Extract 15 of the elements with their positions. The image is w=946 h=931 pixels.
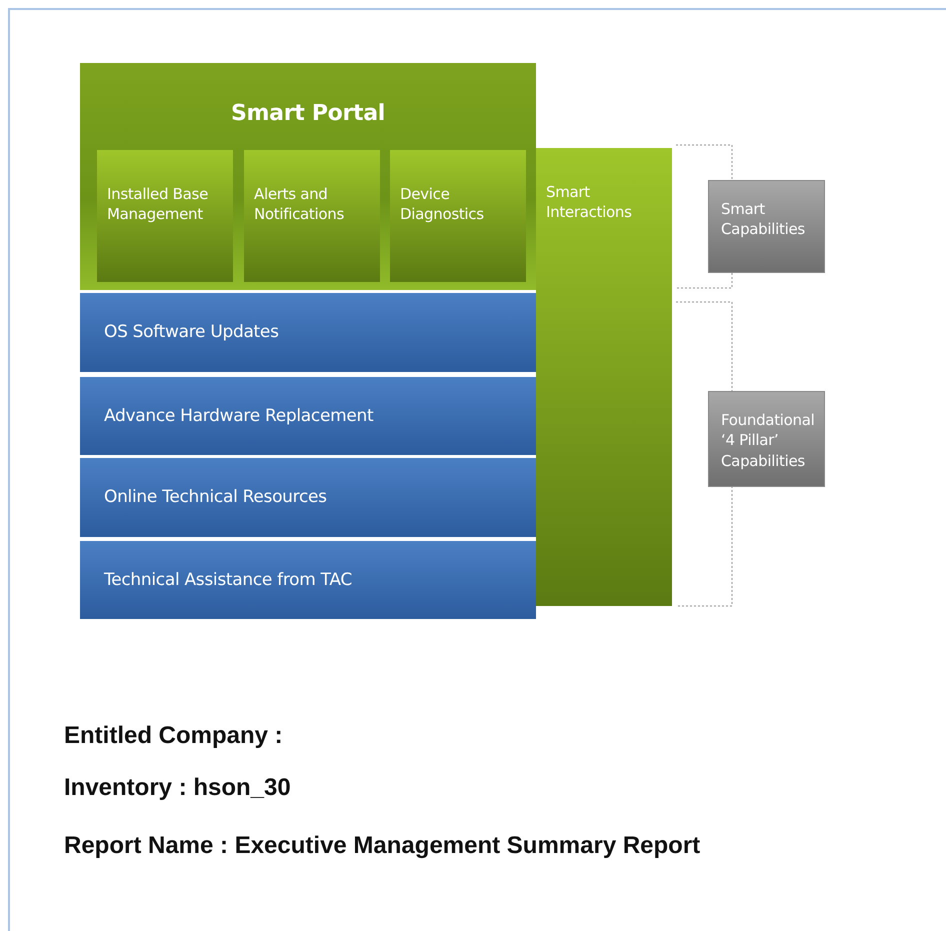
feature-box: Device Diagnostics [390,150,526,282]
service-band: Advance Hardware Replacement [80,377,536,455]
service-band: OS Software Updates [80,293,536,372]
report-field: Entitled Company : [64,722,283,750]
capability-box: Foundational ‘4 Pillar’ Capabilities [708,391,825,487]
portal-panel [80,63,536,290]
service-band: Technical Assistance from TAC [80,541,536,619]
report-field: Inventory : hson_30 [64,774,291,802]
feature-box: Alerts and Notifications [244,150,380,282]
feature-box: Smart Interactions [536,148,672,606]
capability-box: Smart Capabilities [708,180,825,273]
feature-box: Installed Base Management [97,150,233,282]
report-field: Report Name : Executive Management Summary Report [64,832,700,860]
portal-title: Smart Portal [230,100,386,128]
service-band: Online Technical Resources [80,458,536,537]
